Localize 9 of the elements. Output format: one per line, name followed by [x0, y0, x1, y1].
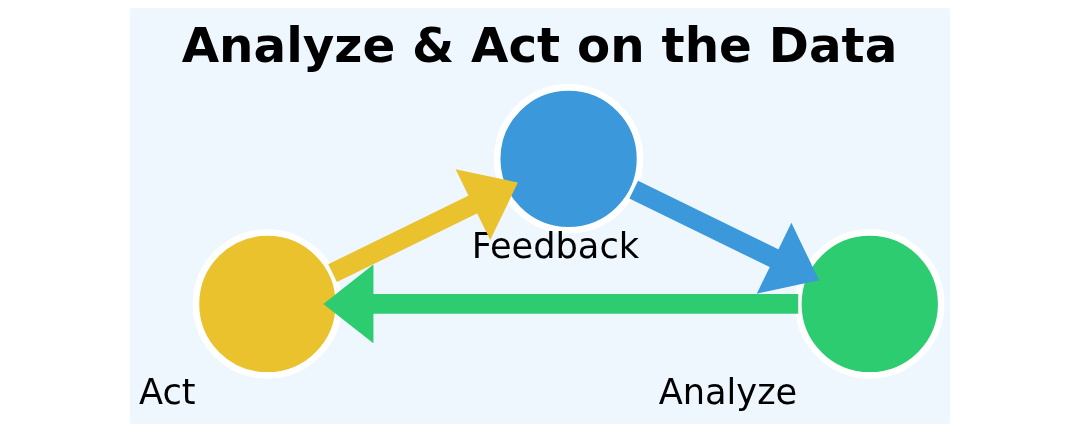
arrow — [328, 169, 518, 283]
node-label: Act — [139, 370, 196, 412]
diagram-title: Analyze & Act on the Data — [181, 17, 898, 74]
node-label: Feedback — [471, 225, 640, 267]
arrow — [323, 264, 799, 344]
node-circle — [795, 229, 945, 379]
arrow — [629, 180, 820, 294]
node-circle — [192, 229, 343, 379]
node-label: Analyze — [658, 370, 798, 412]
